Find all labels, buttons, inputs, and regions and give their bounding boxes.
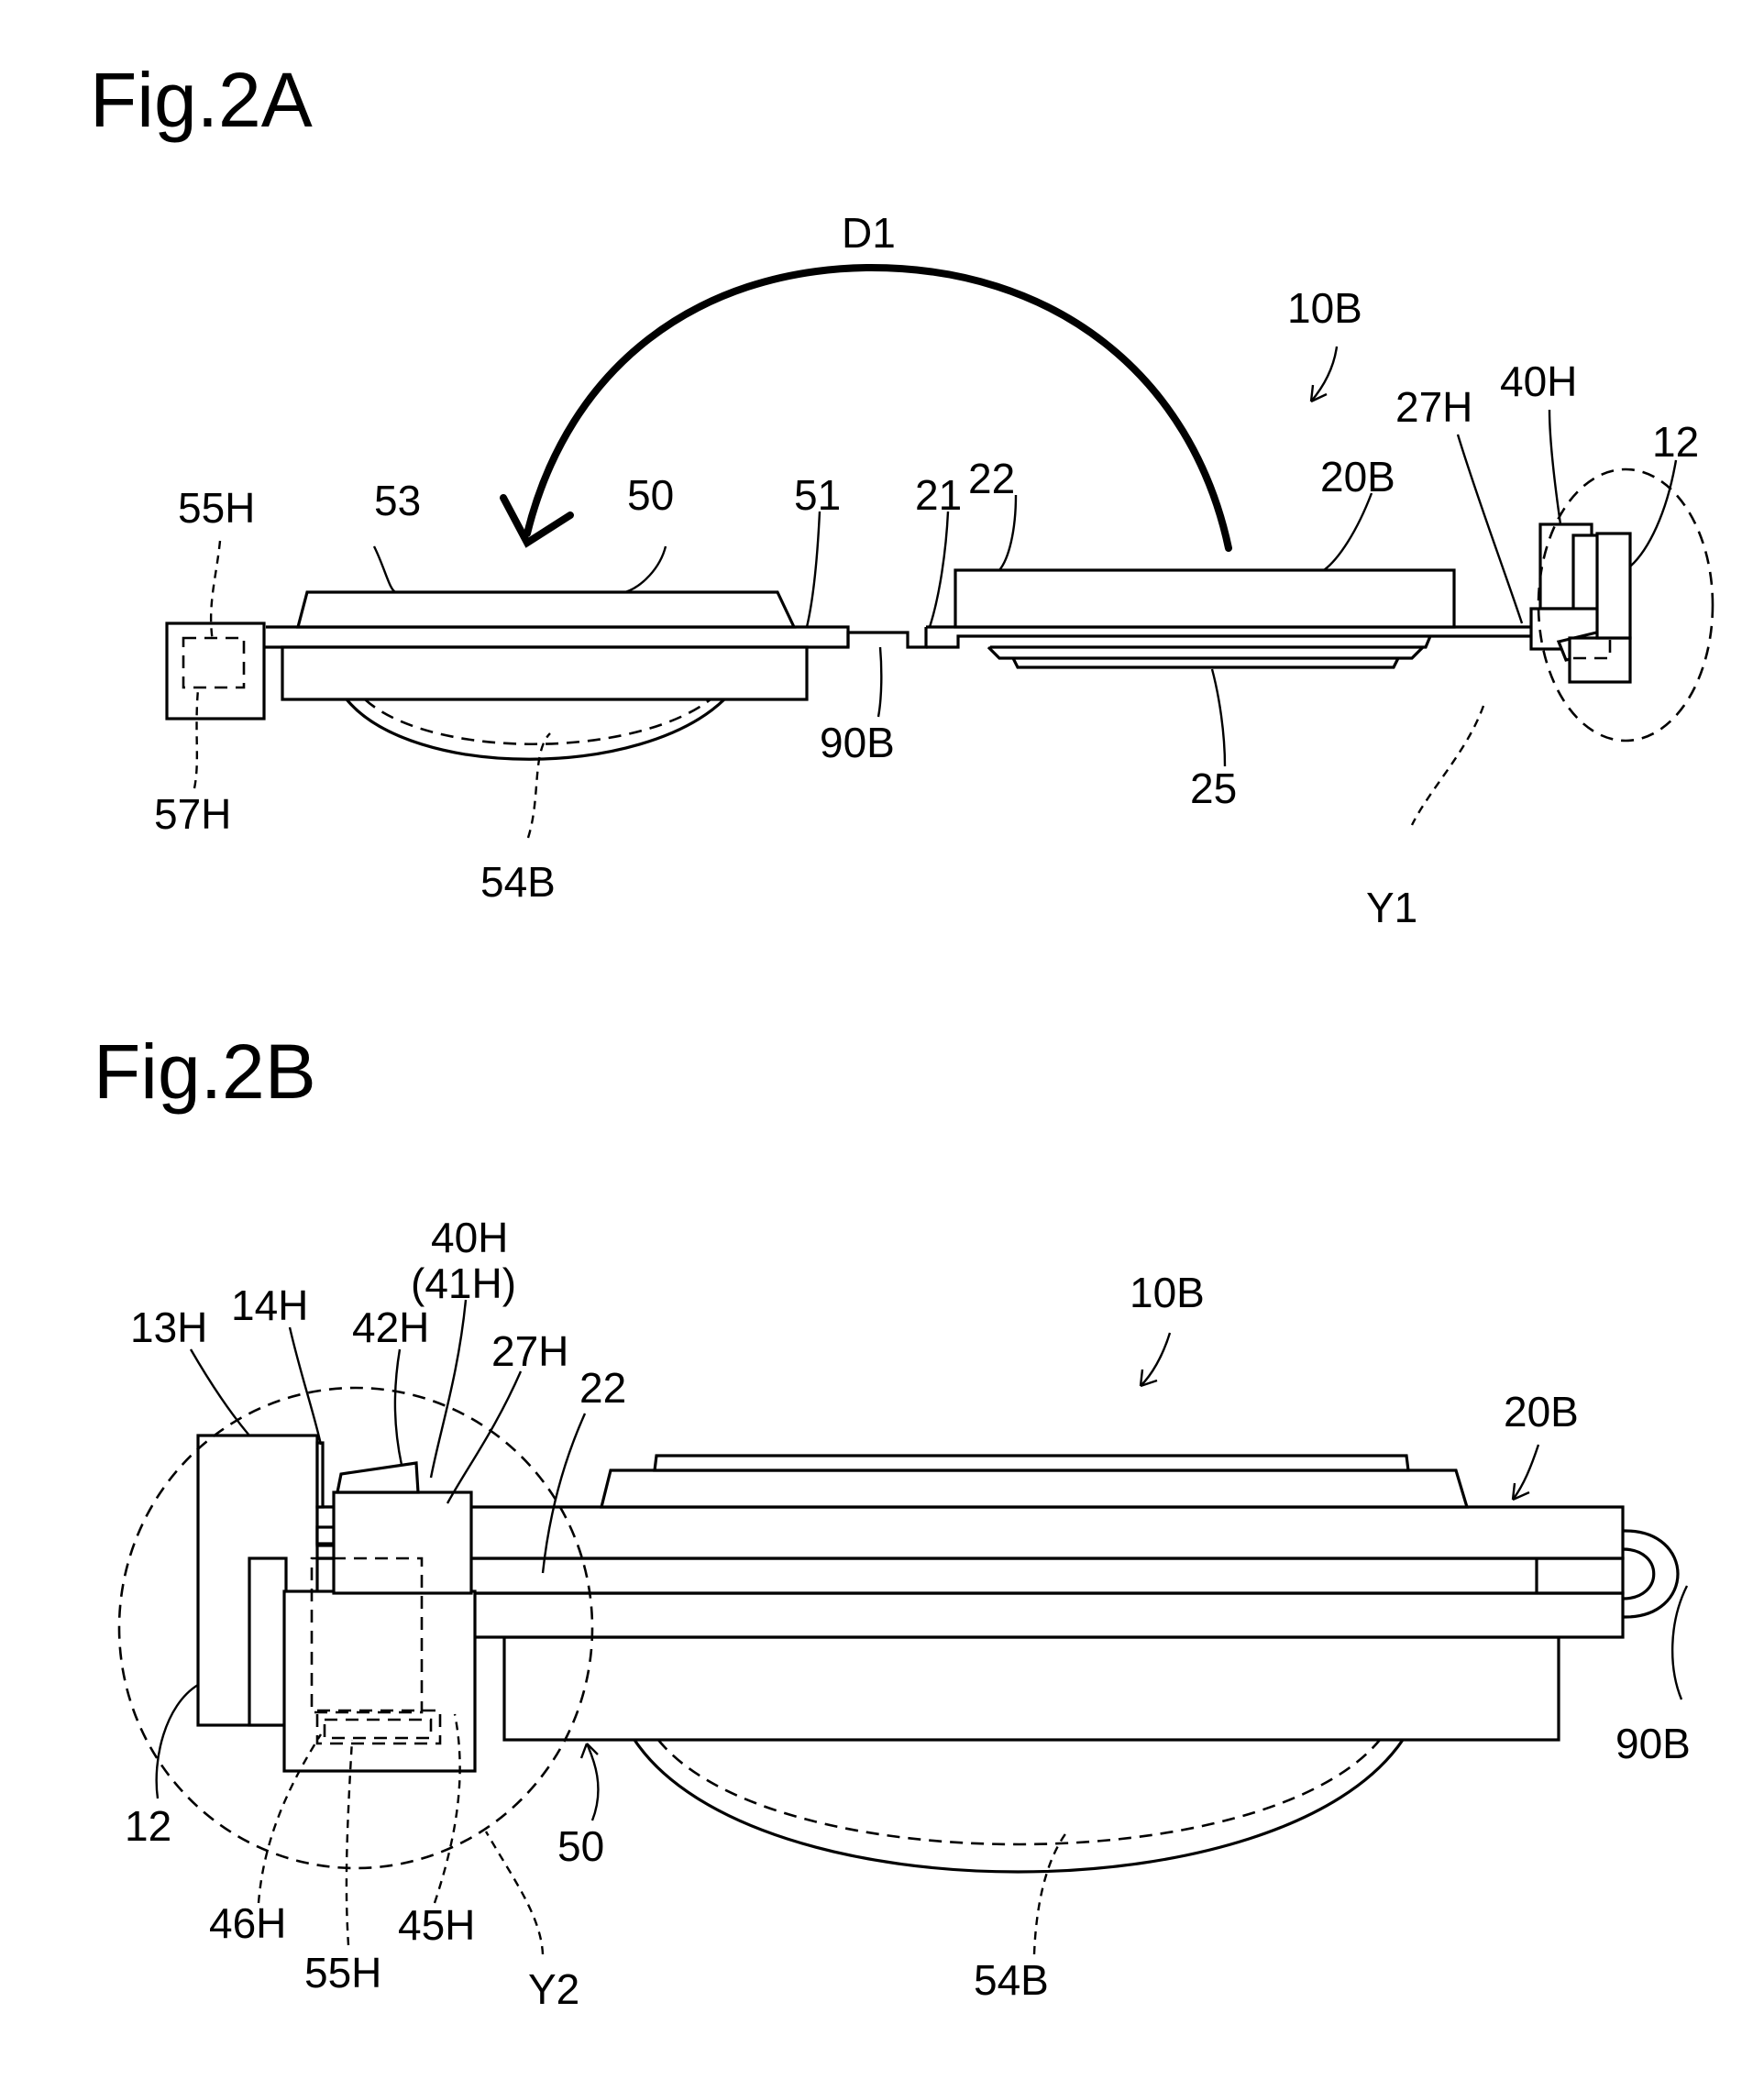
label-51: 51 [794,471,841,519]
leader-y1 [1412,706,1483,825]
label-13h: 13H [130,1304,207,1351]
plate-upper-20b [279,1507,1623,1558]
part-12-lower [249,1558,286,1725]
leader-53 [374,546,396,592]
label-90b: 90B [1615,1720,1691,1767]
label-10b: 10B [1287,284,1362,332]
leader-27h [447,1371,521,1503]
plate-25-outer [988,647,1423,658]
label-41h: (41H) [411,1260,516,1307]
label-22: 22 [579,1364,626,1412]
latch-12-front [1597,534,1630,638]
label-50: 50 [557,1822,604,1870]
hinge-strip-left [262,627,848,647]
label-12: 12 [125,1802,171,1850]
body-53-upper [298,592,794,627]
lens-54b-outline [347,699,724,759]
figure-2b: Fig.2B [94,1028,1691,2013]
hinge-notch-90b [848,627,926,647]
label-22: 22 [968,455,1015,502]
leader-10b [1141,1333,1170,1386]
figure-2a-title: Fig.2A [90,57,313,143]
leader-27h [1458,434,1522,623]
leader-20b [1324,493,1372,570]
label-40h: 40H [1500,358,1577,405]
body-upper-tier2 [655,1456,1408,1470]
label-20b: 20B [1320,453,1395,500]
lens-54b-hidden [658,1740,1380,1844]
leader-50 [625,546,666,592]
leader-21 [930,512,948,627]
hinge-90b-inner [1623,1549,1654,1599]
latch-12-base [1570,638,1630,682]
label-54b: 54B [480,858,556,906]
leader-22 [999,495,1016,570]
lens-54b-outline [634,1740,1403,1872]
body-upper-tier1 [601,1470,1467,1507]
label-50: 50 [627,471,674,519]
leader-12 [157,1685,198,1798]
plate-lower [279,1593,1623,1637]
leader-25 [1212,669,1225,766]
leader-14h [290,1327,321,1445]
leader-51 [807,512,820,627]
leader-54b [528,733,550,838]
leader-13h [191,1349,249,1436]
label-12: 12 [1652,418,1699,466]
label-14h: 14H [231,1282,308,1329]
part-14h-stud [317,1527,334,1544]
leader-20b [1513,1445,1538,1500]
label-54b: 54B [974,1956,1049,2004]
body-20b-lower [990,636,1430,647]
label-57h: 57H [154,790,231,838]
label-46h: 46H [209,1899,286,1947]
label-90b: 90B [820,719,895,766]
plate-bottom-right [926,636,1531,647]
leader-90b [1672,1586,1687,1700]
label-45h: 45H [398,1901,475,1949]
body-50-lower [282,647,807,699]
label-42h: 42H [352,1304,429,1351]
label-20b: 20B [1504,1388,1579,1436]
leader-10b [1311,346,1337,402]
label-10b: 10B [1130,1269,1205,1316]
leader-40h [1549,410,1560,524]
leader-y2 [486,1832,543,1954]
leader-90b [878,647,881,717]
figure-2a: Fig.2A [90,57,1713,931]
label-40h: 40H [431,1214,508,1261]
leader-42h [395,1349,402,1465]
label-53: 53 [374,477,421,524]
label-55h: 55H [178,484,255,532]
label-55h: 55H [304,1949,381,1996]
label-25: 25 [1190,764,1237,812]
body-50-lower [504,1637,1559,1740]
label-d1: D1 [842,209,896,257]
hinge-90b-outer [1623,1531,1678,1617]
label-27h: 27H [491,1327,568,1375]
figure-2b-title: Fig.2B [94,1028,316,1115]
leader-40h [431,1300,466,1478]
part-42h-wedge [337,1463,418,1492]
leader-54b [1034,1832,1067,1954]
body-22-upper [955,570,1454,627]
part-14h-edge [317,1443,323,1507]
label-21: 21 [915,471,962,519]
label-27h: 27H [1395,383,1472,431]
leader-50 [587,1744,598,1820]
label-y1: Y1 [1366,884,1417,931]
label-y2: Y2 [528,1965,579,2013]
part-40h-base [334,1492,471,1593]
